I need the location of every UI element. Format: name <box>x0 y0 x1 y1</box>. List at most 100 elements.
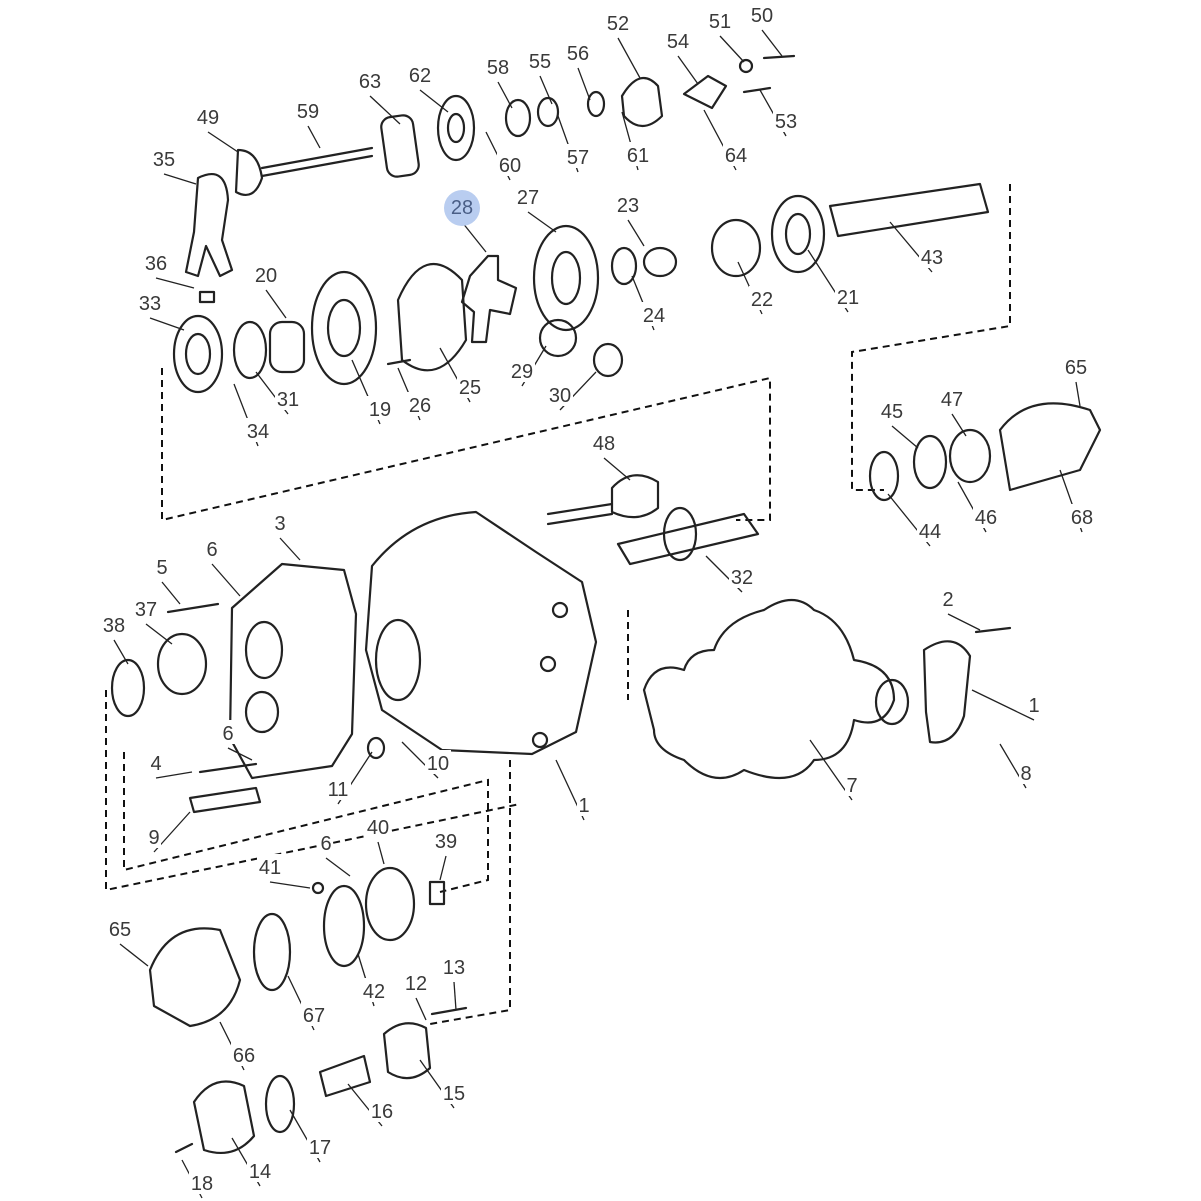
callout-label[interactable]: 63 <box>359 71 381 93</box>
callout-label[interactable]: 20 <box>255 265 277 287</box>
callout-label[interactable]: 44 <box>919 521 941 543</box>
callout-label-background <box>369 1098 395 1122</box>
callout-label[interactable]: 13 <box>443 957 465 979</box>
callout-label[interactable]: 37 <box>135 599 157 621</box>
callout-label[interactable]: 55 <box>529 51 551 73</box>
callout-label[interactable]: 9 <box>148 827 159 849</box>
callout-label[interactable]: 27 <box>517 187 539 209</box>
callout-leader-line <box>677 55 699 85</box>
callout-label[interactable]: 64 <box>725 145 747 167</box>
callout-label[interactable]: 57 <box>567 147 589 169</box>
callout-label[interactable]: 46 <box>975 507 997 529</box>
callout-label-background <box>879 398 905 422</box>
callout-label[interactable]: 17 <box>309 1137 331 1159</box>
callout-label[interactable]: 41 <box>259 857 281 879</box>
callout-label[interactable]: 26 <box>409 395 431 417</box>
callout-label[interactable]: 65 <box>109 919 131 941</box>
callout-c20: 20 <box>253 262 287 319</box>
callout-label[interactable]: 18 <box>191 1173 213 1195</box>
callout-label[interactable]: 51 <box>709 11 731 33</box>
callout-label[interactable]: 12 <box>405 973 427 995</box>
callout-label[interactable]: 7 <box>846 775 857 797</box>
callout-label[interactable]: 53 <box>775 111 797 133</box>
callout-label[interactable]: 6 <box>206 539 217 561</box>
callout-label[interactable]: 48 <box>593 433 615 455</box>
callout-label[interactable]: 47 <box>941 389 963 411</box>
callout-label[interactable]: 1 <box>578 795 589 817</box>
callout-label[interactable]: 19 <box>369 399 391 421</box>
callout-label-background <box>515 184 541 208</box>
callout-label[interactable]: 8 <box>1020 763 1031 785</box>
callout-label[interactable]: 33 <box>139 293 161 315</box>
callout-label[interactable]: 11 <box>328 779 349 801</box>
callout-label[interactable]: 61 <box>627 145 649 167</box>
callout-label[interactable]: 29 <box>511 361 533 383</box>
callout-label[interactable]: 40 <box>367 817 389 839</box>
callout-label[interactable]: 15 <box>443 1083 465 1105</box>
callout-label[interactable]: 39 <box>435 831 457 853</box>
callout-label[interactable]: 59 <box>297 101 319 123</box>
callout-c13: 13 <box>441 954 467 1011</box>
callout-label[interactable]: 24 <box>643 305 665 327</box>
callout-label[interactable]: 65 <box>1065 357 1087 379</box>
callout-c49: 49 <box>195 104 239 153</box>
callout-label[interactable]: 60 <box>499 155 521 177</box>
callout-label[interactable]: 14 <box>249 1161 271 1183</box>
shift-fork-assembly <box>184 173 234 304</box>
callout-label[interactable]: 23 <box>617 195 639 217</box>
highlight-marker <box>444 190 480 226</box>
callout-label[interactable]: 54 <box>667 31 689 53</box>
callout-label-background <box>425 750 451 774</box>
callout-label[interactable]: 3 <box>274 513 285 535</box>
callout-label[interactable]: 10 <box>427 753 449 775</box>
callout-label[interactable]: 68 <box>1071 507 1093 529</box>
callout-label[interactable]: 6 <box>320 833 331 855</box>
callout-label[interactable]: 38 <box>103 615 125 637</box>
callout-label-background <box>615 192 641 216</box>
callout-label[interactable]: 36 <box>145 253 167 275</box>
callout-label[interactable]: 2 <box>942 589 953 611</box>
callout-label-background <box>565 40 591 64</box>
callout-label[interactable]: 43 <box>921 247 943 269</box>
housing-cover-assembly <box>642 598 1012 780</box>
callout-leader-line <box>265 289 287 319</box>
callout-c14: 14 <box>231 1137 273 1187</box>
callout-leader-line <box>947 613 981 631</box>
callout-label[interactable]: 32 <box>731 567 753 589</box>
callout-label[interactable]: 5 <box>156 557 167 579</box>
callout-label[interactable]: 56 <box>567 43 589 65</box>
callout-label[interactable]: 34 <box>247 421 269 443</box>
callout-label[interactable]: 6 <box>222 723 233 745</box>
callout-label[interactable]: 22 <box>751 289 773 311</box>
callout-label[interactable]: 42 <box>363 981 385 1003</box>
callout-label[interactable]: 1 <box>1028 695 1039 717</box>
callout-c35: 35 <box>151 146 197 185</box>
callout-label[interactable]: 45 <box>881 401 903 423</box>
callout-c65b: 65 <box>107 916 149 967</box>
callout-label[interactable]: 49 <box>197 107 219 129</box>
callout-label[interactable]: 30 <box>549 385 571 407</box>
callout-c58: 58 <box>485 54 513 109</box>
callout-label[interactable]: 31 <box>277 389 299 411</box>
callout-label[interactable]: 62 <box>409 65 431 87</box>
callout-label-background <box>591 430 617 454</box>
callout-label[interactable]: 50 <box>751 5 773 27</box>
callout-label-background <box>919 244 945 268</box>
callout-label[interactable]: 25 <box>459 377 481 399</box>
callout-label[interactable]: 28 <box>451 197 473 219</box>
callout-c5: 5 <box>155 554 181 605</box>
callout-label[interactable]: 21 <box>837 287 859 309</box>
callout-c45: 45 <box>879 398 919 449</box>
callout-label[interactable]: 67 <box>303 1005 325 1027</box>
callout-label[interactable]: 16 <box>371 1101 393 1123</box>
callout-label[interactable]: 58 <box>487 57 509 79</box>
callout-label[interactable]: 35 <box>153 149 175 171</box>
callout-label[interactable]: 52 <box>607 13 629 35</box>
callout-leader-line <box>145 623 173 645</box>
callout-label[interactable]: 4 <box>150 753 161 775</box>
callout-label[interactable]: 66 <box>233 1045 255 1067</box>
callout-leader-line <box>453 981 457 1011</box>
callout-label-background <box>835 284 861 308</box>
callout-label-background <box>325 776 351 800</box>
callout-c15: 15 <box>419 1059 467 1109</box>
